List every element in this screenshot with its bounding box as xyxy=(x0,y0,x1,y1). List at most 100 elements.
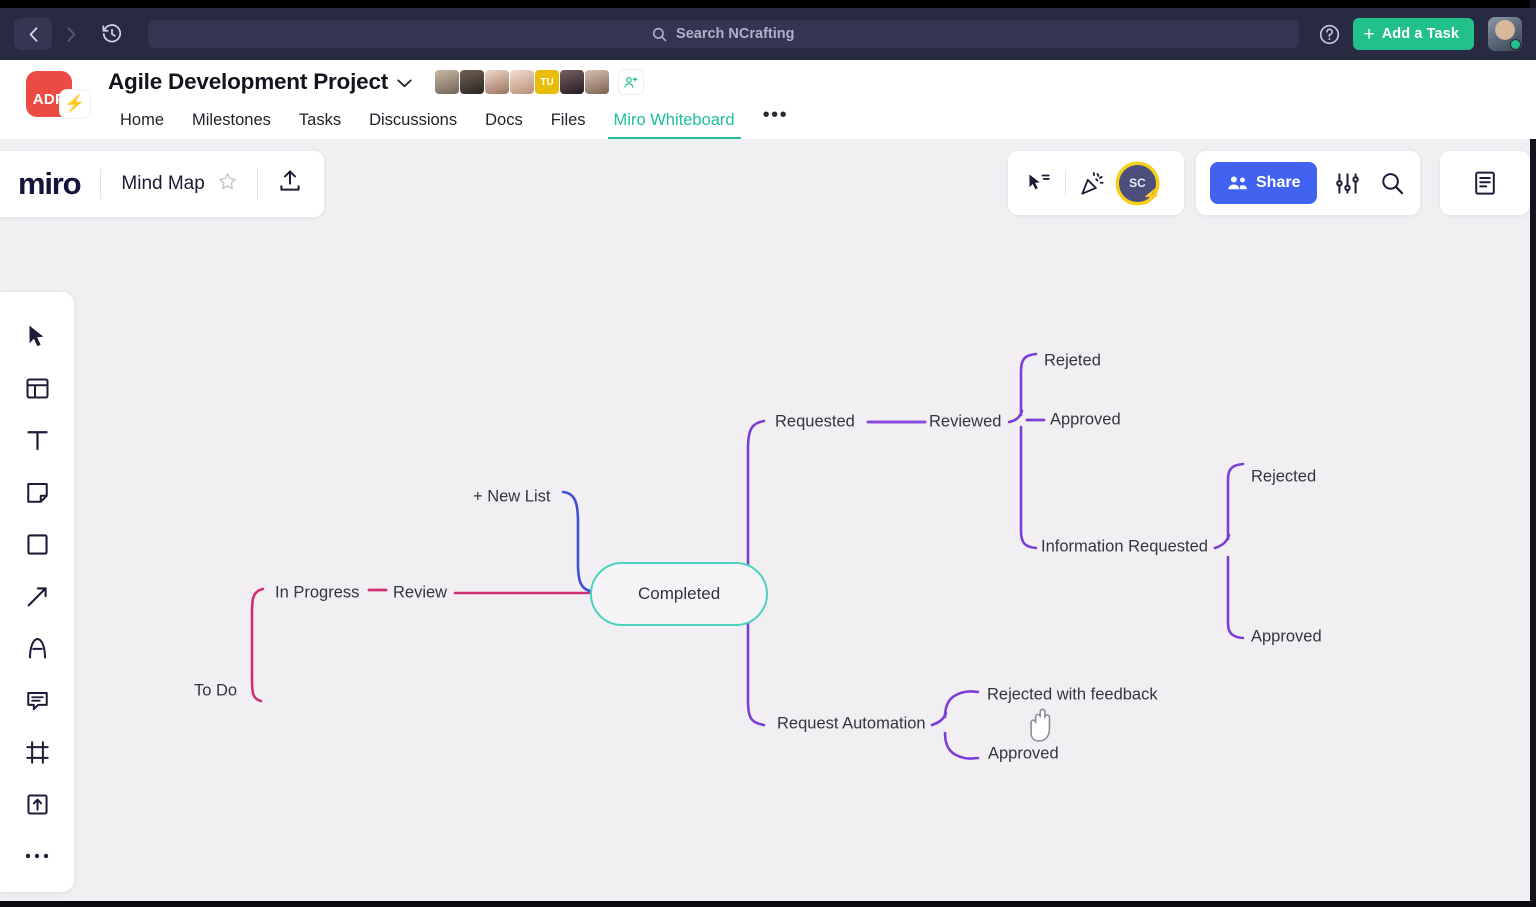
collaborator-initials: SC xyxy=(1129,176,1146,190)
add-task-button[interactable]: + Add a Task xyxy=(1352,18,1474,50)
comment-tool[interactable] xyxy=(12,674,62,726)
avatar[interactable] xyxy=(485,70,510,94)
back-button[interactable] xyxy=(14,18,52,50)
tab-discussions[interactable]: Discussions xyxy=(369,111,458,129)
frame-tool[interactable] xyxy=(12,726,62,778)
party-popper-icon[interactable] xyxy=(1080,171,1105,196)
window-bottom-edge xyxy=(0,901,1536,907)
tab-miro-whiteboard[interactable]: Miro Whiteboard xyxy=(600,111,749,139)
project-header: ADP ⚡ Agile Development Project TU xyxy=(0,60,1536,139)
chevron-down-icon[interactable] xyxy=(397,75,412,92)
upload-tool[interactable] xyxy=(12,778,62,830)
mindmap-node-review[interactable]: Review xyxy=(393,583,448,602)
add-member-button[interactable] xyxy=(618,69,645,95)
mindmap-node-reviewed[interactable]: Reviewed xyxy=(929,412,1002,431)
collaborator-avatar[interactable]: SC ⚡ xyxy=(1119,164,1161,205)
comment-bubble-icon xyxy=(26,691,48,710)
avatar[interactable] xyxy=(1488,17,1522,51)
mindmap-center-node[interactable]: Completed xyxy=(590,562,769,626)
text-t-icon xyxy=(26,430,48,450)
ellipsis-icon xyxy=(25,853,49,859)
mind-map-connectors xyxy=(250,352,1245,760)
tab-tasks[interactable]: Tasks xyxy=(298,111,342,129)
sticky-note-tool[interactable] xyxy=(12,466,62,518)
help-circle-icon xyxy=(1319,24,1340,44)
app-top-bar: Search NCrafting + Add a Task xyxy=(0,8,1536,60)
miro-board-header: miro Mind Map xyxy=(0,151,324,217)
avatar[interactable]: TU xyxy=(535,70,560,94)
chevron-left-icon xyxy=(29,26,37,42)
cursor-select-icon[interactable] xyxy=(1026,172,1051,194)
miro-actions-group: Share xyxy=(1196,151,1420,215)
plus-icon: + xyxy=(1363,23,1375,45)
global-search-placeholder: Search NCrafting xyxy=(676,26,795,42)
history-clock-icon xyxy=(102,24,122,43)
mindmap-node-request-automation[interactable]: Request Automation xyxy=(777,714,926,733)
shapes-tool[interactable] xyxy=(12,518,62,570)
tab-files[interactable]: Files xyxy=(550,111,586,129)
miro-notes-group xyxy=(1440,151,1530,215)
more-tools[interactable] xyxy=(12,830,62,882)
mindmap-node-rejected-2[interactable]: Rejected xyxy=(1251,467,1317,486)
page-title: Agile Development Project xyxy=(108,69,389,94)
mindmap-node-approved-1[interactable]: Approved xyxy=(1050,410,1121,429)
tab-home[interactable]: Home xyxy=(120,111,165,129)
select-tool[interactable] xyxy=(12,310,62,362)
chevron-right-icon xyxy=(67,26,75,42)
mindmap-node-approved-3[interactable]: Approved xyxy=(988,744,1059,763)
history-button[interactable] xyxy=(92,18,132,50)
miro-collab-group: SC ⚡ xyxy=(1008,151,1184,215)
people-icon xyxy=(1228,176,1247,190)
tab-milestones[interactable]: Milestones xyxy=(192,111,271,129)
mindmap-node-in-progress[interactable]: In Progress xyxy=(275,583,360,602)
template-layout-icon xyxy=(25,377,49,399)
window-right-edge xyxy=(1530,0,1536,907)
mindmap-node-rejected-with-feedback[interactable]: Rejected with feedback xyxy=(987,685,1158,704)
project-tabs: Home Milestones Tasks Discussions Docs F… xyxy=(106,104,802,139)
cursor-arrow-icon xyxy=(29,325,44,347)
avatar[interactable] xyxy=(460,70,485,94)
upload-box-icon xyxy=(26,793,48,815)
mindmap-node-requested[interactable]: Requested xyxy=(775,412,855,431)
mindmap-node-approved-2[interactable]: Approved xyxy=(1251,627,1322,646)
miro-canvas[interactable]: miro Mind Map SC ⚡ xyxy=(0,139,1530,901)
pen-compass-icon xyxy=(28,638,46,659)
mindmap-node-new-list[interactable]: + New List xyxy=(473,487,551,506)
board-name[interactable]: Mind Map xyxy=(121,173,205,194)
mindmap-node-to-do[interactable]: To Do xyxy=(194,681,238,700)
templates-tool[interactable] xyxy=(12,362,62,414)
search-icon[interactable] xyxy=(1380,171,1405,196)
pen-tool[interactable] xyxy=(12,622,62,674)
window-top-edge xyxy=(0,0,1536,8)
text-tool[interactable] xyxy=(12,414,62,466)
miro-logo: miro xyxy=(18,166,82,201)
miro-tools-sidebar xyxy=(0,292,74,892)
forward-button[interactable] xyxy=(52,18,90,50)
star-outline-icon[interactable] xyxy=(218,172,237,196)
avatar[interactable] xyxy=(585,70,610,94)
connector-tool[interactable] xyxy=(12,570,62,622)
add-person-icon xyxy=(624,76,638,88)
divider xyxy=(256,169,258,199)
divider xyxy=(1065,170,1066,196)
mindmap-node-information-requested[interactable]: Information Requested xyxy=(1041,537,1208,556)
avatar[interactable] xyxy=(435,70,460,94)
upload-icon[interactable] xyxy=(278,169,302,199)
global-search-bar[interactable]: Search NCrafting xyxy=(148,20,1299,48)
member-avatars: TU xyxy=(435,69,645,95)
mindmap-node-rejeted[interactable]: Rejeted xyxy=(1044,351,1101,370)
tabs-more-button[interactable]: ••• xyxy=(762,104,789,126)
share-button[interactable]: Share xyxy=(1210,162,1318,204)
help-button[interactable] xyxy=(1315,19,1345,49)
avatar[interactable] xyxy=(560,70,585,94)
document-notes-icon[interactable] xyxy=(1472,170,1498,196)
lightning-bolt-icon: ⚡ xyxy=(60,90,90,118)
add-task-label: Add a Task xyxy=(1381,26,1459,42)
sliders-icon[interactable] xyxy=(1335,171,1360,196)
square-icon xyxy=(26,533,48,555)
search-icon xyxy=(652,27,667,41)
lightning-bolt-icon: ⚡ xyxy=(1142,187,1161,205)
avatar[interactable] xyxy=(510,70,535,94)
tab-docs[interactable]: Docs xyxy=(485,111,523,129)
